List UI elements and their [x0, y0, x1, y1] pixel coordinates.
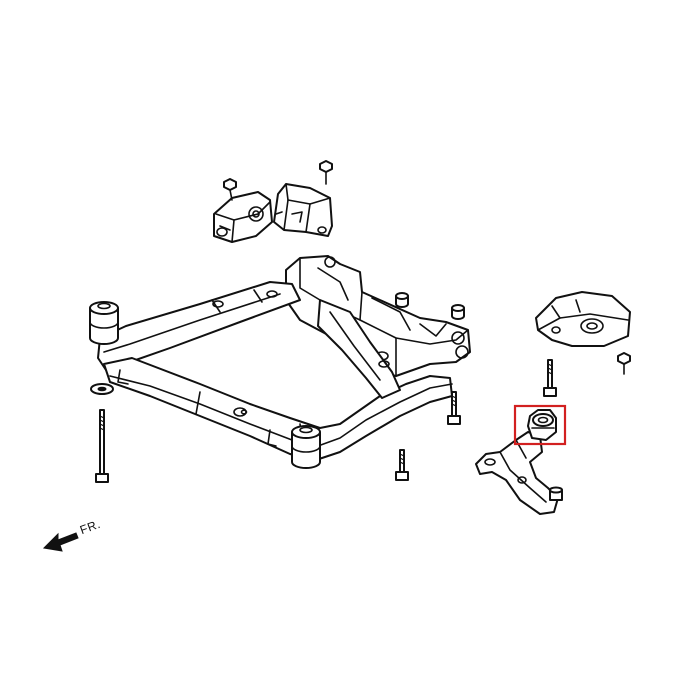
upper-bushing-right	[451, 304, 465, 320]
bolt-center	[395, 449, 409, 481]
bolt-right	[447, 391, 461, 425]
front-subframe-part	[97, 255, 471, 461]
control-arm-bushing-part	[527, 409, 557, 441]
upper-bracket-bolt-left	[543, 359, 557, 397]
long-bolt-left	[95, 409, 109, 483]
mount-bracket-bolt	[223, 178, 237, 201]
ball-joint-stud	[549, 486, 563, 501]
lower-control-arm-part	[475, 431, 559, 515]
washer-part	[90, 383, 114, 395]
front-left-bushing	[89, 301, 119, 345]
direction-arrow-icon	[42, 532, 79, 552]
shield-cover-bolt	[319, 160, 333, 185]
shield-cover-part	[273, 183, 333, 237]
upper-bracket-bolt-right	[617, 352, 631, 375]
highlight-box	[513, 404, 567, 446]
mount-bracket-part	[213, 191, 273, 243]
rear-left-bushing	[291, 425, 321, 469]
upper-bushing-center	[395, 292, 409, 308]
upper-bracket-part	[535, 291, 631, 347]
